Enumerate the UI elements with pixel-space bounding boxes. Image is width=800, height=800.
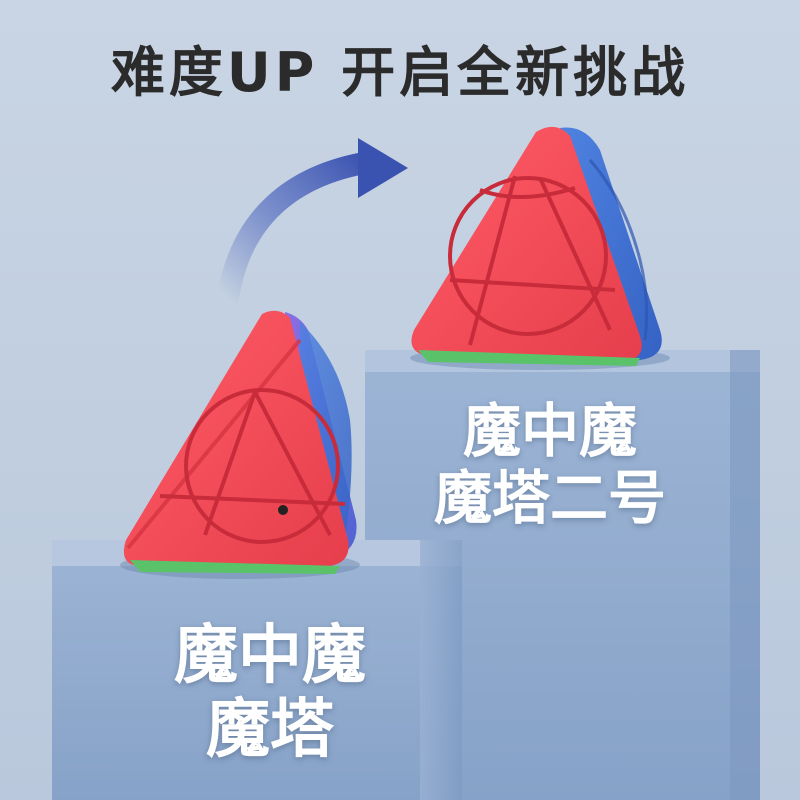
- product-label-right-line2: 魔塔二号: [433, 463, 666, 532]
- product-label-right: 魔中魔 魔塔二号: [400, 398, 700, 531]
- puzzle-left: [120, 310, 360, 579]
- headline: 难度UP 开启全新挑战: [110, 41, 690, 104]
- puzzle-right: [410, 126, 670, 370]
- product-label-left-line1: 魔中魔: [174, 619, 366, 693]
- upgrade-arrow-icon: [217, 138, 408, 309]
- product-label-right-line1: 魔中魔: [462, 397, 637, 465]
- product-label-left-line2: 魔塔: [206, 692, 334, 767]
- product-label-left: 魔中魔 魔塔: [120, 619, 420, 767]
